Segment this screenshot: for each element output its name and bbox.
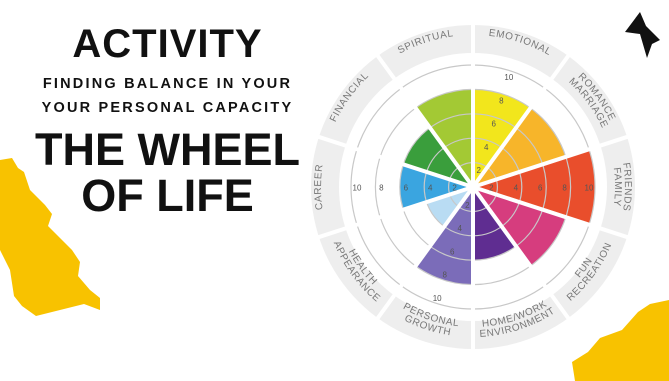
ring-number-label: 2 (452, 184, 457, 193)
ring-number-label: 10 (504, 73, 513, 82)
ring-number-label: 8 (442, 271, 447, 280)
segment-1 (473, 108, 566, 187)
subtitle-line-1: FINDING BALANCE IN YOUR (42, 76, 293, 92)
yellow-brush-left (0, 158, 100, 316)
spoke-7 (316, 185, 474, 240)
ring-number-label: 6 (450, 247, 455, 256)
ring-number-label: 4 (514, 184, 519, 193)
ring-number-label: 2 (489, 184, 494, 193)
ring-number-label: 6 (404, 184, 409, 193)
spoke-3 (472, 185, 630, 240)
ring-number-label: 6 (538, 184, 543, 193)
ring-number-label: 8 (379, 184, 384, 193)
activity-heading: ACTIVITY (72, 22, 263, 66)
segment-7 (399, 164, 473, 210)
category-label: FAMILY (611, 167, 623, 207)
ring-number-label: 2 (465, 201, 470, 210)
wheel-title-line-2: OF LIFE (81, 170, 254, 221)
segment-6 (426, 187, 473, 227)
spoke-9 (374, 53, 475, 189)
spoke-8 (316, 134, 474, 189)
corner-logo-icon (625, 12, 660, 58)
segment-8 (403, 127, 473, 187)
subtitle-line-2: YOUR PERSONAL CAPACITY (41, 100, 294, 116)
ring-number-label: 10 (353, 184, 362, 193)
segment-2 (473, 149, 595, 225)
category-label: FRIENDS (620, 162, 633, 212)
category-label: CAREER (313, 163, 326, 210)
spoke-4 (471, 185, 572, 321)
ring-number-label: 6 (492, 120, 497, 129)
segment-9 (415, 89, 473, 187)
spoke-6 (374, 185, 475, 321)
wheel-title-line-1: THE WHEEL (35, 124, 300, 175)
spoke-2 (472, 134, 630, 189)
ring-number-label: 2 (476, 166, 481, 175)
segment-5 (415, 187, 473, 285)
segment-0 (473, 89, 531, 187)
yellow-brush-right (572, 300, 669, 381)
ring-number-label: 4 (484, 143, 489, 152)
ring-number-label: 4 (428, 184, 433, 193)
segment-3 (473, 187, 566, 266)
ring-number-label: 4 (458, 224, 463, 233)
ring-number-label: 10 (433, 294, 442, 303)
ring-number-label: 8 (562, 184, 567, 193)
ring-number-label: 8 (499, 96, 504, 105)
segment-4 (473, 187, 517, 261)
spoke-1 (471, 53, 572, 189)
ring-number-label: 10 (585, 184, 594, 193)
